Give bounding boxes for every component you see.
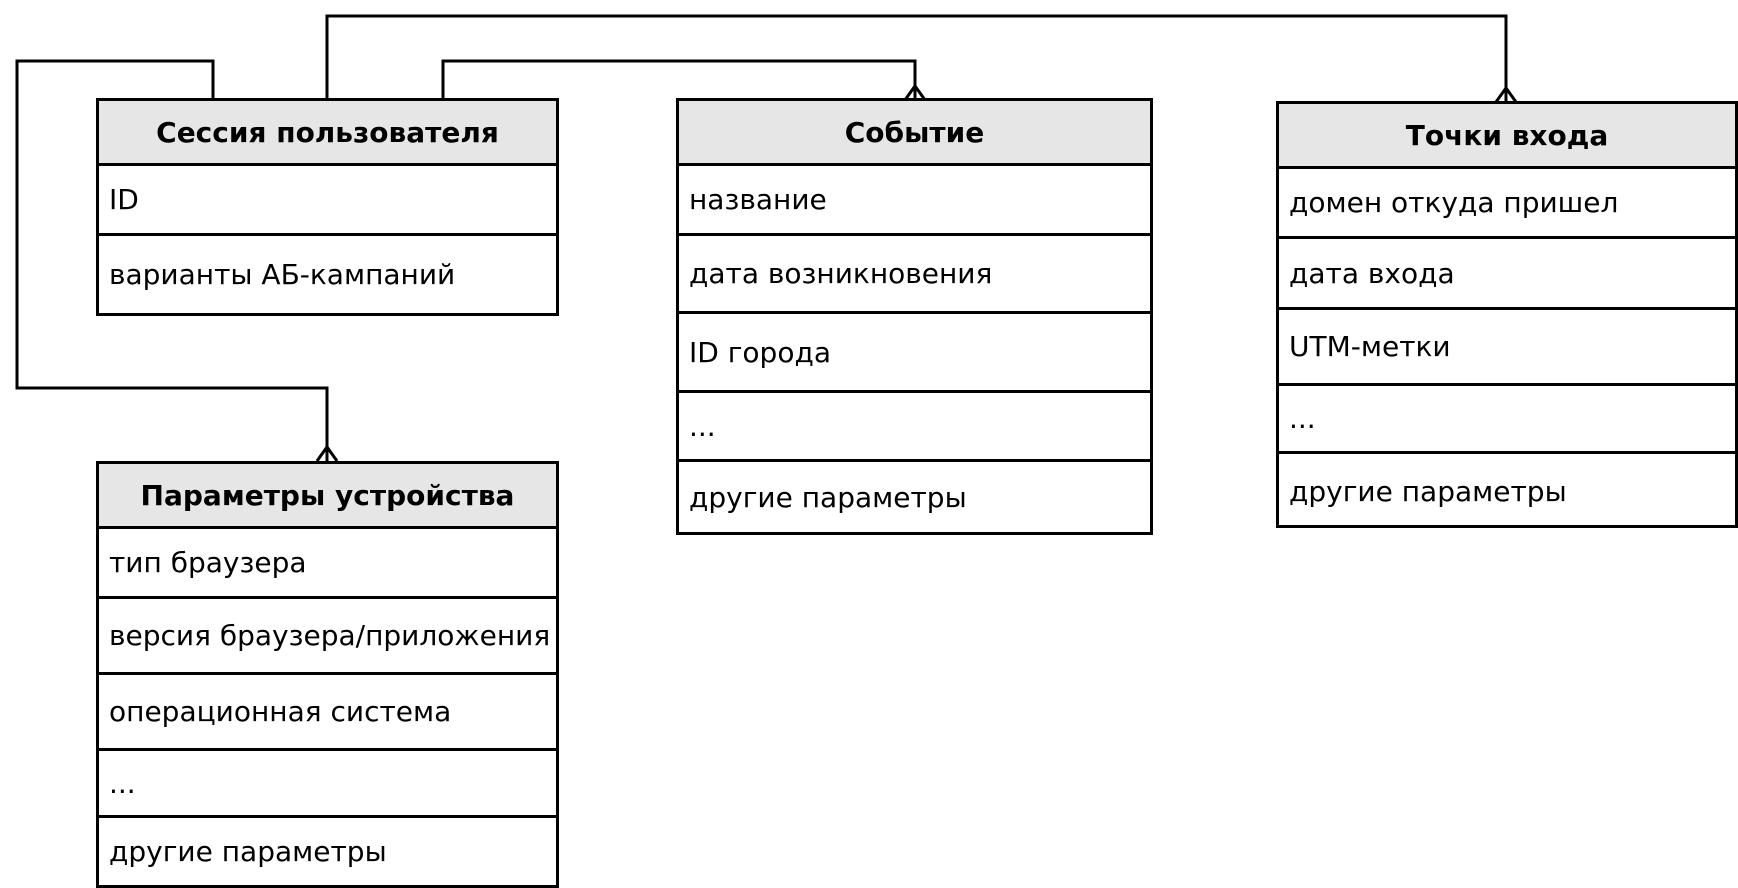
entity-device[interactable]: Параметры устройства тип браузера версия… bbox=[96, 461, 559, 888]
entity-device-title: Параметры устройства bbox=[99, 464, 556, 529]
connector-session-event bbox=[441, 59, 917, 100]
connector-session-entry-points bbox=[325, 14, 1508, 102]
entity-entry-points-field-date: дата входа bbox=[1279, 239, 1735, 310]
entity-session-title: Сессия пользователя bbox=[99, 101, 556, 166]
entity-session-field-id: ID bbox=[99, 166, 556, 236]
entity-entry-points-field-domain: домен откуда пришел bbox=[1279, 169, 1735, 239]
entity-session[interactable]: Сессия пользователя ID варианты АБ-кампа… bbox=[96, 98, 559, 316]
entity-event-field-ellipsis: ... bbox=[679, 393, 1150, 462]
entity-event[interactable]: Событие название дата возникновения ID г… bbox=[676, 98, 1153, 535]
entity-device-field-os: операционная система bbox=[99, 675, 556, 751]
entity-event-field-other: другие параметры bbox=[689, 480, 967, 514]
crowfoot-device-icon bbox=[315, 444, 339, 462]
entity-entry-points-field-other: другие параметры bbox=[1289, 474, 1567, 508]
entity-device-field-ellipsis: ... bbox=[99, 751, 556, 818]
entity-event-field-city-id: ID города bbox=[679, 314, 1150, 393]
entity-entry-points[interactable]: Точки входа домен откуда пришел дата вхо… bbox=[1276, 101, 1738, 528]
entity-session-field-ab-variants: варианты АБ-кампаний bbox=[109, 258, 456, 291]
entity-device-field-browser-version: версия браузера/приложения bbox=[99, 599, 556, 675]
entity-event-field-name: название bbox=[679, 166, 1150, 236]
crowfoot-event-icon bbox=[903, 83, 927, 101]
connector-session-device bbox=[15, 59, 329, 461]
entity-device-field-other: другие параметры bbox=[109, 835, 387, 868]
entity-entry-points-field-utm: UTM-метки bbox=[1279, 310, 1735, 386]
entity-event-field-date: дата возникновения bbox=[679, 236, 1150, 314]
entity-entry-points-field-ellipsis: ... bbox=[1279, 386, 1735, 454]
crowfoot-entry-points-icon bbox=[1494, 85, 1518, 103]
entity-event-title: Событие bbox=[679, 101, 1150, 166]
entity-entry-points-title: Точки входа bbox=[1279, 104, 1735, 169]
entity-device-field-browser-type: тип браузера bbox=[99, 529, 556, 599]
